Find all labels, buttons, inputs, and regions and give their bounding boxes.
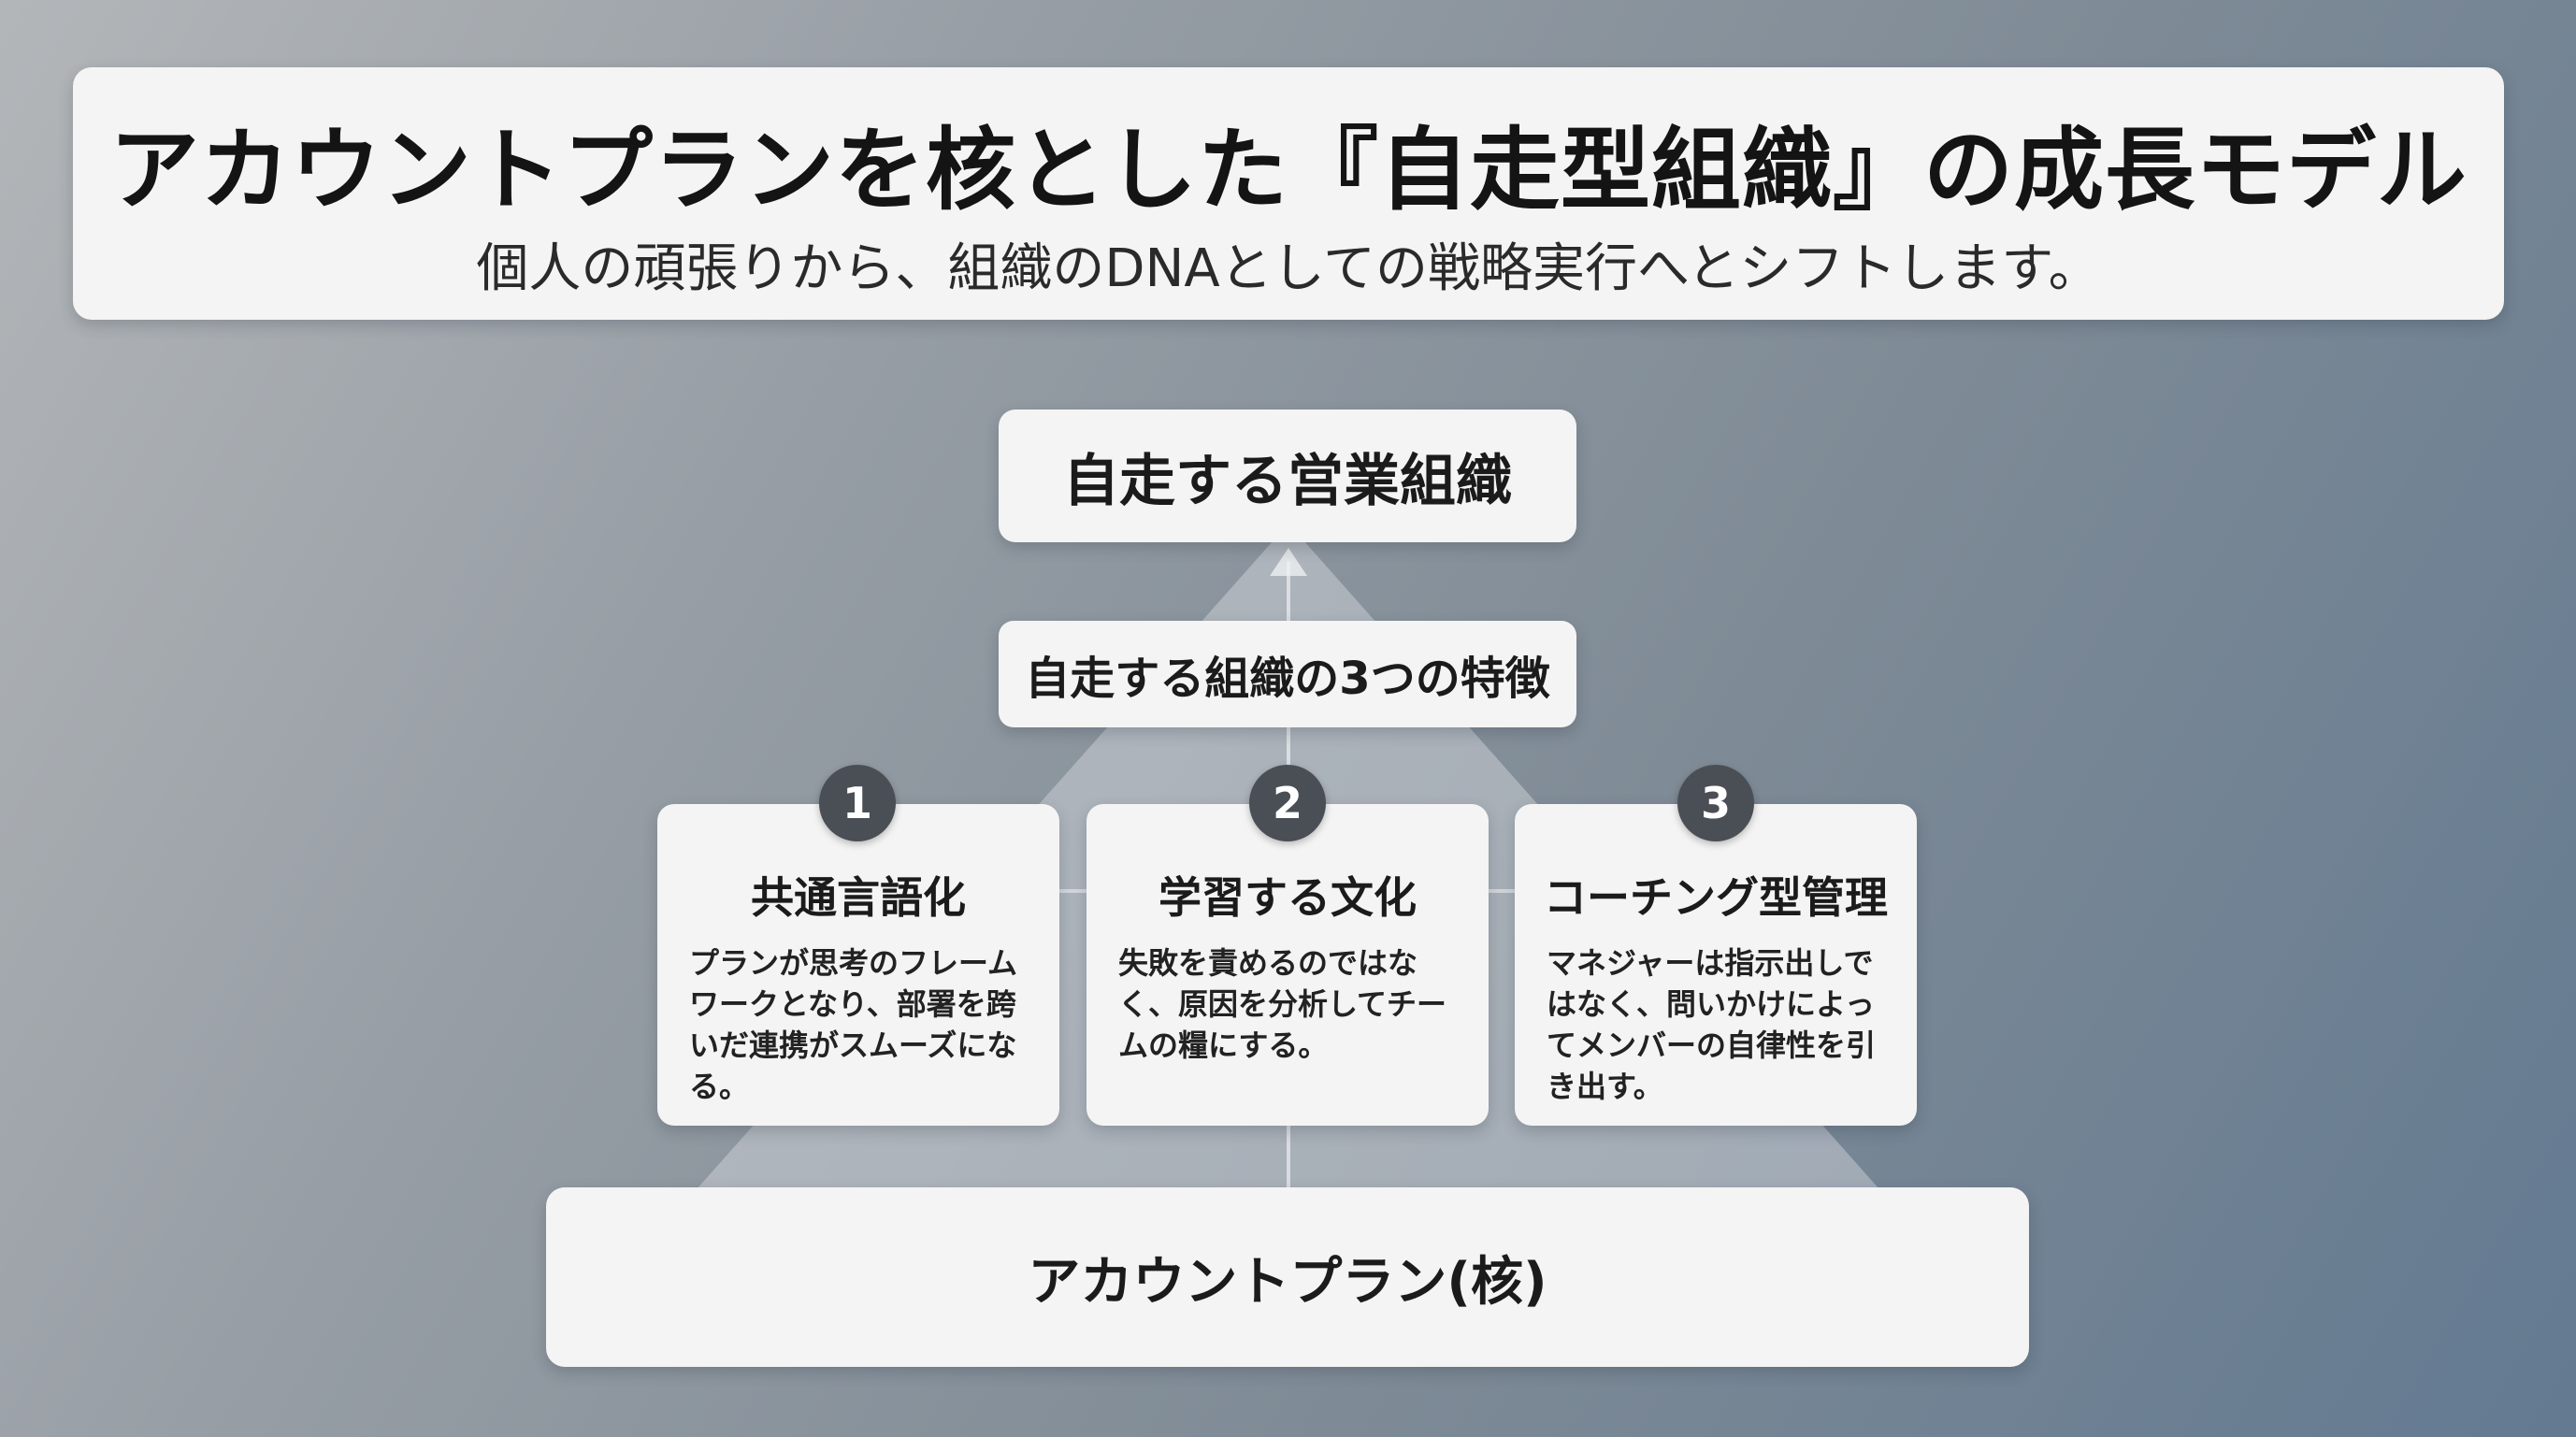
- feature-number-badge: 3: [1677, 765, 1754, 841]
- feature-number-badge: 1: [819, 765, 896, 841]
- feature-description: プランが思考のフレームワークとなり、部署を跨いだ連携がスムーズになる。: [689, 945, 1018, 1104]
- foundation-box: アカウントプラン(核): [546, 1187, 2029, 1367]
- feature-title: コーチング型管理: [1544, 872, 1888, 923]
- feature-card-common-language: 共通言語化 プランが思考のフレームワークとなり、部署を跨いだ連携がスムーズになる…: [657, 804, 1059, 1126]
- feature-title: 共通言語化: [751, 872, 966, 923]
- feature-description: 失敗を責めるのではなく、原因を分析してチームの糧にする。: [1118, 945, 1447, 1063]
- feature-number-badge: 2: [1249, 765, 1326, 841]
- header-card: アカウントプランを核とした『自走型組織』の成長モデル 個人の頑張りから、組織のD…: [73, 67, 2504, 320]
- feature-title: 学習する文化: [1158, 872, 1417, 923]
- goal-label: 自走する営業組織: [1063, 448, 1512, 514]
- feature-card-learning-culture: 学習する文化 失敗を責めるのではなく、原因を分析してチームの糧にする。: [1087, 804, 1489, 1126]
- arrow-up-icon: [1270, 548, 1307, 576]
- features-heading-box: 自走する組織の3つの特徴: [999, 621, 1576, 727]
- feature-card-coaching-management: コーチング型管理 マネジャーは指示出しではなく、問いかけによってメンバーの自律性…: [1515, 804, 1917, 1126]
- page-subtitle: 個人の頑張りから、組織のDNAとしての戦略実行へとシフトします。: [476, 238, 2101, 299]
- foundation-label: アカウントプラン(核): [1028, 1251, 1547, 1313]
- features-heading: 自走する組織の3つの特徴: [1025, 653, 1550, 705]
- goal-box: 自走する営業組織: [999, 410, 1576, 542]
- page-title: アカウントプランを核とした『自走型組織』の成長モデル: [109, 118, 2468, 223]
- feature-description: マネジャーは指示出しではなく、問いかけによってメンバーの自律性を引き出す。: [1547, 945, 1877, 1104]
